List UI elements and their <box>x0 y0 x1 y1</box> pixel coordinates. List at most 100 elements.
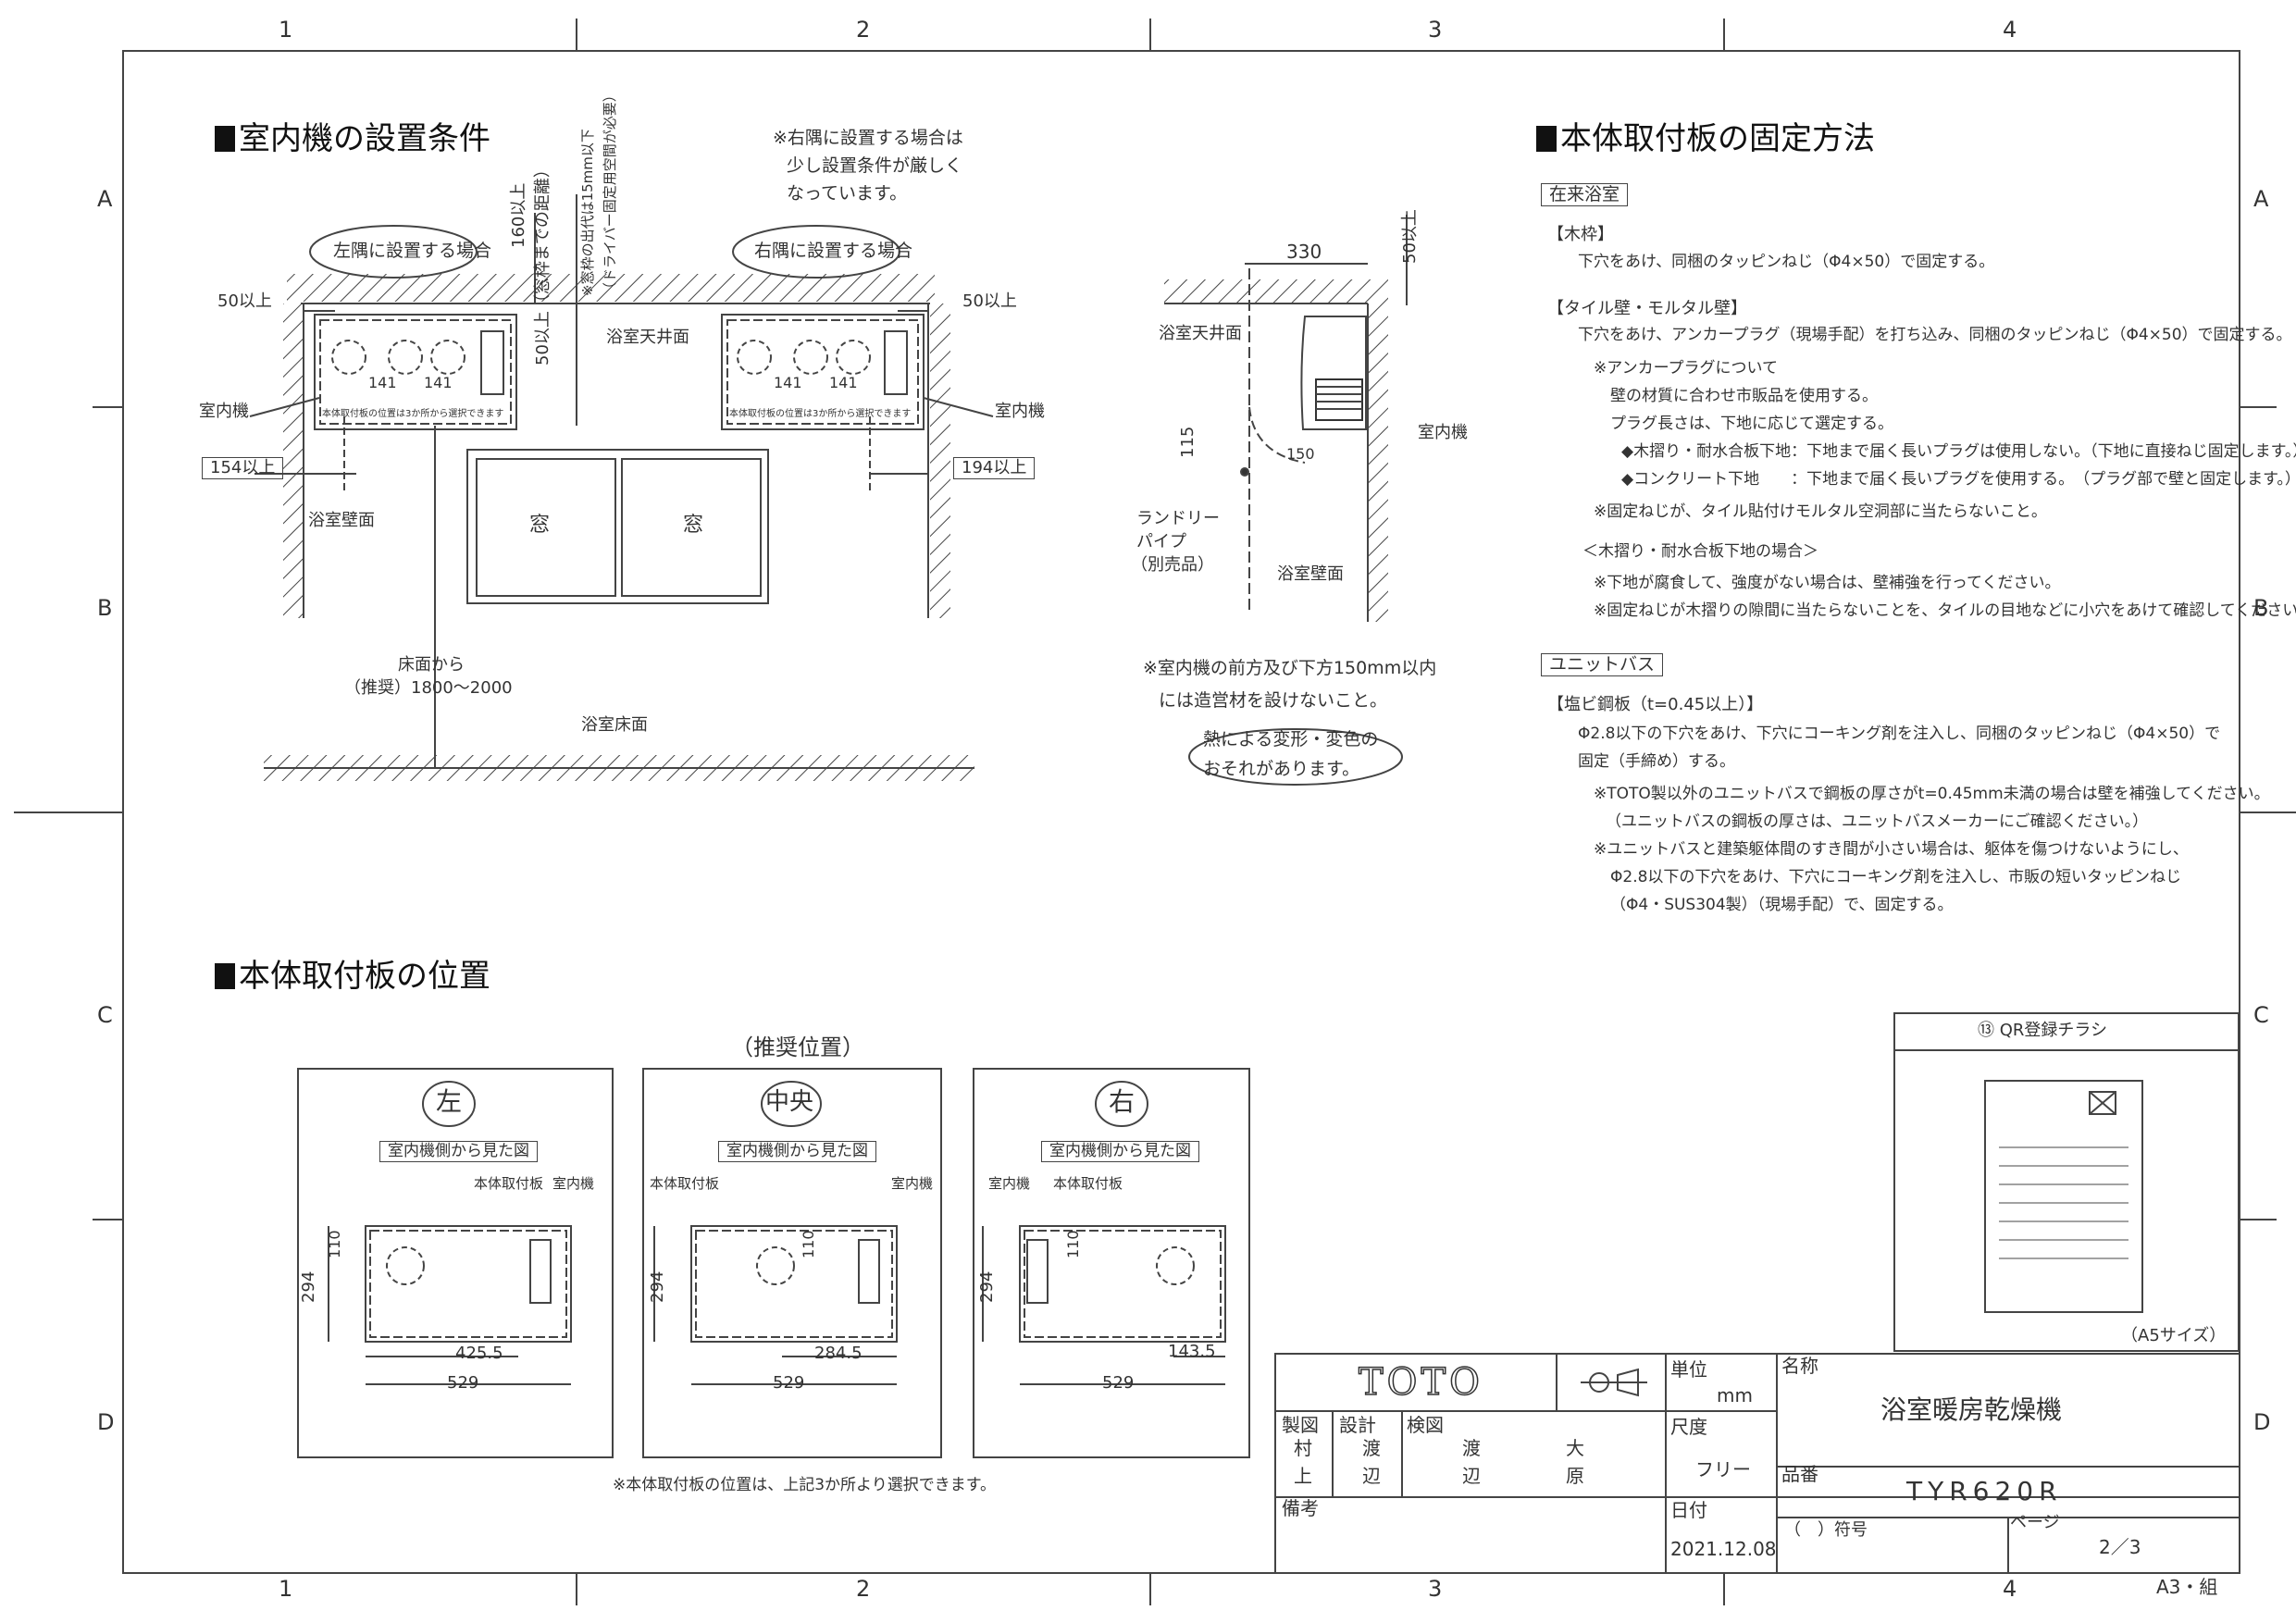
section-title-fixing-method: 本体取付板の固定方法 <box>1536 123 1875 155</box>
dim-141-r2: 141 <box>829 374 858 391</box>
panel-right-dim-offset: 143.5 <box>1168 1342 1216 1361</box>
grid-col-4-bottom: 4 <box>2003 1576 2017 1602</box>
dim-141-l1: 141 <box>368 374 397 391</box>
side-note-4: おそれがあります。 <box>1203 759 1360 779</box>
title-marker <box>1536 126 1557 152</box>
window-left: 窓 <box>529 514 551 537</box>
remarks-label: 備考 <box>1282 1497 1319 1519</box>
panel-left-dim-110: 110 <box>326 1230 343 1258</box>
wall-label-side: 浴室壁面 <box>1277 564 1344 584</box>
panel-right-unit-label: 室内機 <box>988 1175 1031 1192</box>
tag-conventional-bath: 在来浴室 <box>1541 183 1629 206</box>
scale-label: 尺度 <box>1670 1416 1707 1438</box>
floor-label: 浴室床面 <box>581 715 648 735</box>
panel-center-view-label: 室内機側から見た図 <box>718 1141 876 1162</box>
grid-col-3-top: 3 <box>1428 17 1443 43</box>
position-panels-drawing <box>297 1068 1250 1458</box>
panel-left-dim-width: 529 <box>447 1373 479 1393</box>
ceiling-label: 浴室天井面 <box>606 328 689 347</box>
dim-154: 154以上 <box>202 457 284 479</box>
grid-col-4-top: 4 <box>2003 17 2017 43</box>
side-note-1: ※室内機の前方及び下方150mm以内 <box>1143 658 1437 678</box>
side-view-drawing <box>1164 215 1408 786</box>
panel-left-unit-label: 室内機 <box>552 1175 595 1192</box>
panel-center-dim-294: 294 <box>648 1270 667 1303</box>
checker-a-name-2: 辺 <box>1462 1465 1481 1487</box>
ceiling-label-side: 浴室天井面 <box>1159 324 1242 343</box>
grid-col-3-bottom: 3 <box>1428 1576 1443 1602</box>
steel-text-1: Φ2.8以下の下穴をあけ、下穴にコーキング剤を注入し、同梱のタッピンねじ（Φ4×… <box>1578 725 2221 743</box>
sheet-size: A3・組 <box>2156 1576 2218 1598</box>
grid-row-a-right: A <box>2253 186 2269 212</box>
grid-row-c-left: C <box>97 1002 113 1028</box>
grid-col-1-top: 1 <box>279 17 293 43</box>
section-title-plate-position: 本体取付板の位置 <box>215 960 490 992</box>
wall-label: 浴室壁面 <box>308 511 375 530</box>
note-window-frame-2: （ドライバー固定用空間が必要） <box>602 88 618 296</box>
unit-field-value: mm <box>1717 1384 1753 1406</box>
checker-a-name-1: 渡 <box>1462 1437 1481 1459</box>
section-title-install-conditions: 室内機の設置条件 <box>215 123 490 155</box>
dim-50-right: 50以上 <box>962 291 1017 311</box>
panel-center-title: 中央 <box>765 1088 814 1116</box>
panel-right-title: 右 <box>1109 1086 1136 1117</box>
designer-label: 設計 <box>1339 1414 1376 1436</box>
window-right: 窓 <box>683 514 704 537</box>
dim-50-side: 50以上 <box>1400 209 1420 264</box>
heading-steel: 【塩ビ鋼板（t=0.45以上）】 <box>1547 695 1764 714</box>
panel-right-plate-label: 本体取付板 <box>1053 1175 1123 1192</box>
panel-left-plate-label: 本体取付板 <box>474 1175 544 1192</box>
text-wood: 下穴をあけ、同梱のタッピンねじ（Φ4×50）で固定する。 <box>1578 253 1995 271</box>
dim-141-l2: 141 <box>424 374 453 391</box>
anchor-note-1: ※アンカープラグについて <box>1594 359 1779 378</box>
anchor-note-5: ◆コンクリート下地 ：下地まで届く長いプラグを使用する。 （プラグ部で壁と固定し… <box>1621 470 2296 489</box>
panel-center-dim-offset: 284.5 <box>814 1344 863 1363</box>
note-right-corner-1: ※右隅に設置する場合は <box>773 128 963 148</box>
panel-right-dim-110: 110 <box>1064 1230 1082 1258</box>
steel-text-5: ※ユニットバスと建築躯体間のすき間が小さい場合は、躯体を傷つけないようにし、 <box>1594 840 2189 859</box>
side-note-2: には造営材を設けないこと。 <box>1159 690 1388 711</box>
floor-from-label: 床面から <box>398 655 465 675</box>
grid-row-d-right: D <box>2253 1409 2271 1435</box>
recommended-position-label: （推奨位置） <box>731 1035 864 1060</box>
dim-330: 330 <box>1286 241 1322 263</box>
panel-footnote: ※本体取付板の位置は、上記3か所より選択できます。 <box>613 1476 997 1494</box>
qr-flyer-box <box>1893 1012 2240 1352</box>
heading-tile: 【タイル壁・モルタル壁】 <box>1547 299 1747 318</box>
anchor-note-3: プラグ長さは、下地に応じて選定する。 <box>1610 415 1893 433</box>
designer-name-2: 辺 <box>1362 1465 1381 1487</box>
bubble-left-corner: 左隅に設置する場合 <box>333 241 492 261</box>
tag-unit-bath: ユニットバス <box>1541 653 1664 676</box>
bubble-right-corner: 右隅に設置する場合 <box>754 241 913 261</box>
panel-left-view-label: 室内機側から見た図 <box>379 1141 538 1162</box>
panel-right-view-label: 室内機側から見た図 <box>1041 1141 1199 1162</box>
floor-range-label: （推奨）1800～2000 <box>344 678 513 698</box>
board-note-1: ※下地が腐食して、強度がない場合は、壁補強を行ってください。 <box>1594 574 2061 592</box>
steel-text-4: （ユニットバスの鋼板の厚さは、ユニットバスメーカーにご確認ください。） <box>1606 812 2149 831</box>
part-number: TYR620R <box>1906 1476 2063 1506</box>
steel-text-2: 固定（手締め）する。 <box>1578 752 1735 771</box>
drafter-name-2: 上 <box>1294 1465 1312 1487</box>
title-block <box>1274 1353 2240 1574</box>
grid-row-d-left: D <box>97 1409 115 1435</box>
dim-50-window: 50以上（窓枠までの距離） <box>533 161 552 365</box>
grid-col-1-bottom: 1 <box>279 1576 293 1602</box>
pipe-label-1: ランドリー <box>1136 509 1220 528</box>
unit-label-side: 室内機 <box>1418 423 1468 442</box>
anchor-note-4: ◆木摺り・耐水合板下地：下地まで届く長いプラグは使用しない。（下地に直接ねじ固定… <box>1621 442 2296 461</box>
toto-logo: TOTO <box>1358 1361 1483 1404</box>
title-marker <box>215 126 235 152</box>
dim-115: 115 <box>1178 426 1198 458</box>
dim-194: 194以上 <box>953 457 1036 479</box>
grid-row-a-left: A <box>97 186 113 212</box>
dim-50-left: 50以上 <box>217 291 272 311</box>
drafter-label: 製図 <box>1282 1414 1319 1436</box>
pipe-label-2: パイプ <box>1136 532 1186 551</box>
checker-label: 検図 <box>1407 1414 1444 1436</box>
heading-wood: 【木枠】 <box>1547 225 1614 244</box>
steel-text-7: （Φ4・SUS304製）（現場手配）で、固定する。 <box>1610 896 1954 914</box>
text-tile: 下穴をあけ、アンカープラグ（現場手配）を打ち込み、同梱のタッピンねじ（Φ4×50… <box>1578 326 2292 344</box>
qr-flyer-header: ⑬ QR登録チラシ <box>1978 1021 2108 1040</box>
unit-inner-note-right: 本体取付板の位置は3か所から選択できます <box>729 409 912 419</box>
